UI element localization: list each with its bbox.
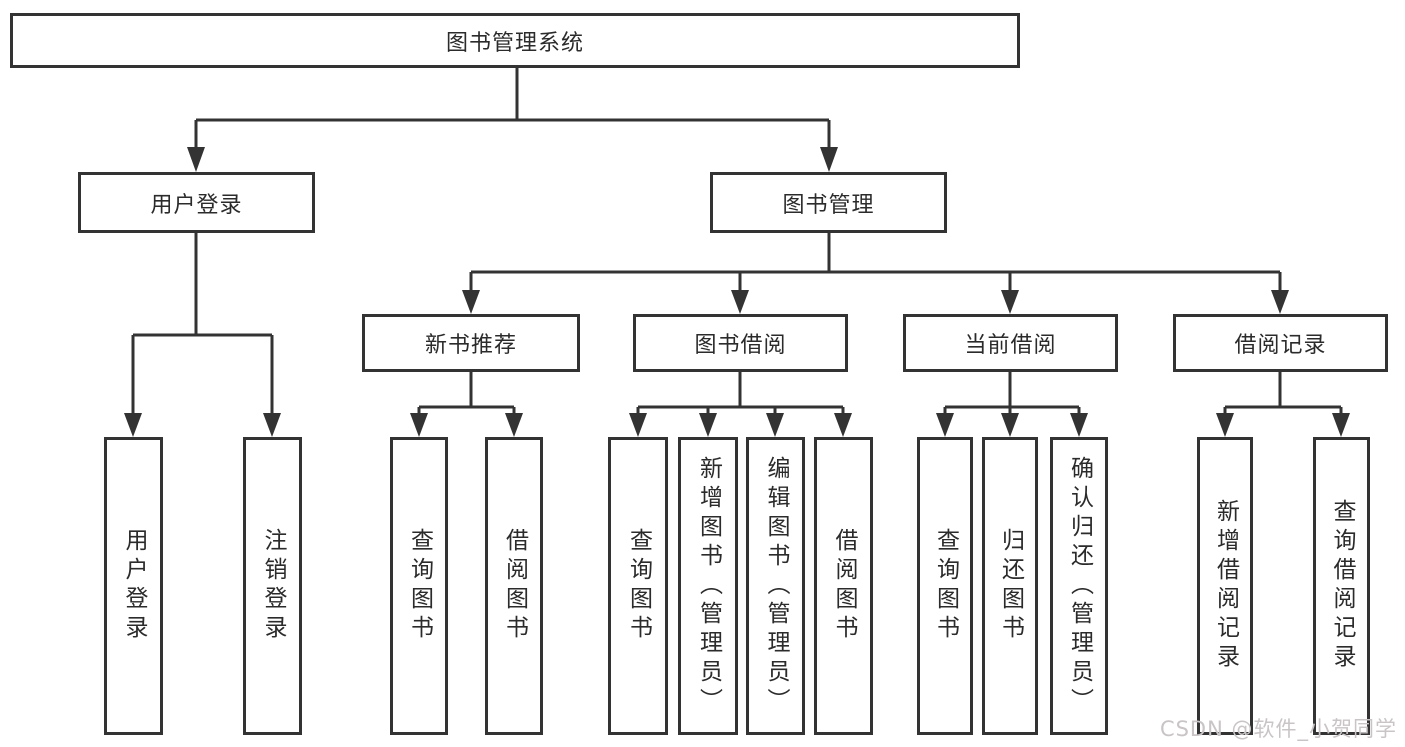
leaf-borrow-books-recommend: 借阅图书 <box>485 437 543 735</box>
leaf-user-login-label: 用户登录 <box>121 528 147 644</box>
node-current-borrowing-label: 当前借阅 <box>964 333 1057 358</box>
leaf-return-books: 归还图书 <box>982 437 1038 735</box>
leaf-logout: 注销登录 <box>243 437 302 735</box>
node-new-book-recommend: 新书推荐 <box>362 314 580 372</box>
leaf-borrow-books-label: 借阅图书 <box>831 528 857 644</box>
leaf-return-books-label: 归还图书 <box>997 528 1024 644</box>
node-borrowing-records: 借阅记录 <box>1173 314 1388 372</box>
node-new-book-recommend-label: 新书推荐 <box>424 333 517 358</box>
node-root: 图书管理系统 <box>10 13 1020 68</box>
node-user-login-label: 用户登录 <box>150 192 243 218</box>
leaf-logout-label: 注销登录 <box>260 528 286 644</box>
leaf-add-borrow-record-label: 新增借阅记录 <box>1212 499 1239 673</box>
node-book-management-label: 图书管理 <box>782 192 875 218</box>
leaf-query-books-borrowing-label: 查询图书 <box>625 528 652 644</box>
leaf-confirm-return-admin-label: 确认归还（管理员） <box>1066 455 1093 717</box>
leaf-query-books-current-label: 查询图书 <box>932 528 959 644</box>
leaf-query-borrow-record-label: 查询借阅记录 <box>1329 499 1355 673</box>
leaf-query-books-recommend-label: 查询图书 <box>406 528 433 644</box>
leaf-edit-books-admin-label: 编辑图书（管理员） <box>763 455 789 717</box>
node-root-label: 图书管理系统 <box>445 30 584 56</box>
node-book-borrowing: 图书借阅 <box>633 314 848 372</box>
node-book-management: 图书管理 <box>710 172 947 233</box>
leaf-add-books-admin: 新增图书（管理员） <box>678 437 738 735</box>
node-borrowing-records-label: 借阅记录 <box>1234 333 1327 358</box>
node-user-login: 用户登录 <box>78 172 315 233</box>
leaf-user-login: 用户登录 <box>104 437 163 735</box>
node-book-borrowing-label: 图书借阅 <box>694 333 787 358</box>
leaf-query-borrow-record: 查询借阅记录 <box>1313 437 1370 735</box>
node-current-borrowing: 当前借阅 <box>903 314 1118 372</box>
leaf-query-books-borrowing: 查询图书 <box>608 437 668 735</box>
csdn-watermark: CSDN @软件_小贺同学 <box>1159 717 1397 741</box>
leaf-add-books-admin-label: 新增图书（管理员） <box>695 455 722 717</box>
arrowhead-group <box>124 147 1350 437</box>
leaf-query-books-current: 查询图书 <box>917 437 973 735</box>
leaf-borrow-books: 借阅图书 <box>814 437 873 735</box>
leaf-borrow-books-recommend-label: 借阅图书 <box>501 528 528 644</box>
leaf-add-borrow-record: 新增借阅记录 <box>1197 437 1253 735</box>
leaf-confirm-return-admin: 确认归还（管理员） <box>1050 437 1108 735</box>
leaf-edit-books-admin: 编辑图书（管理员） <box>746 437 805 735</box>
leaf-query-books-recommend: 查询图书 <box>390 437 448 735</box>
